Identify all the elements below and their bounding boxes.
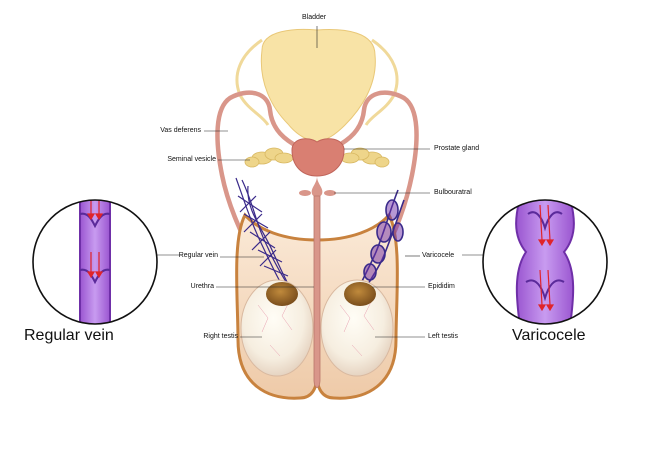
label-vas-deferens: Vas deferens [160, 127, 201, 134]
seminal-vesicle-left [244, 147, 294, 168]
urethra [313, 195, 321, 388]
seminal-vesicle-right [340, 147, 390, 168]
label-prostate-gland: Prostate gland [434, 145, 480, 152]
urethra-top [311, 176, 323, 197]
label-varicocele: Varicocele [422, 252, 455, 259]
plexus-left [235, 177, 289, 286]
caption-varicocele: Varicocele [512, 327, 586, 344]
label-bulbouratral: Bulbouratral [434, 189, 472, 196]
label-regular-vein: Regular vein [178, 252, 218, 259]
vas-deferens-left [215, 90, 302, 256]
label-bladder: Bladder [302, 14, 327, 21]
testis-right-shape [320, 279, 394, 377]
label-epididim: Epididim [428, 283, 455, 290]
bulbourethral-left [299, 190, 311, 196]
label-seminal-vesicle: Seminal vesicle [167, 156, 216, 163]
varicocele-inset [482, 199, 608, 325]
epididymis-right-shape [344, 282, 376, 306]
label-urethra: Urethra [190, 283, 214, 290]
caption-regular-vein: Regular vein [24, 327, 114, 344]
bulbourethral-right [324, 190, 336, 196]
prostate-shape [291, 138, 345, 177]
regular-vein-inset [32, 199, 158, 325]
label-right-testis: Right testis [203, 333, 238, 340]
testis-left-shape [240, 279, 314, 377]
label-left-testis: Left testis [428, 333, 458, 340]
plexus-right [359, 189, 405, 289]
epididymis-left-shape [266, 282, 298, 306]
vas-deferens-right [332, 90, 419, 256]
